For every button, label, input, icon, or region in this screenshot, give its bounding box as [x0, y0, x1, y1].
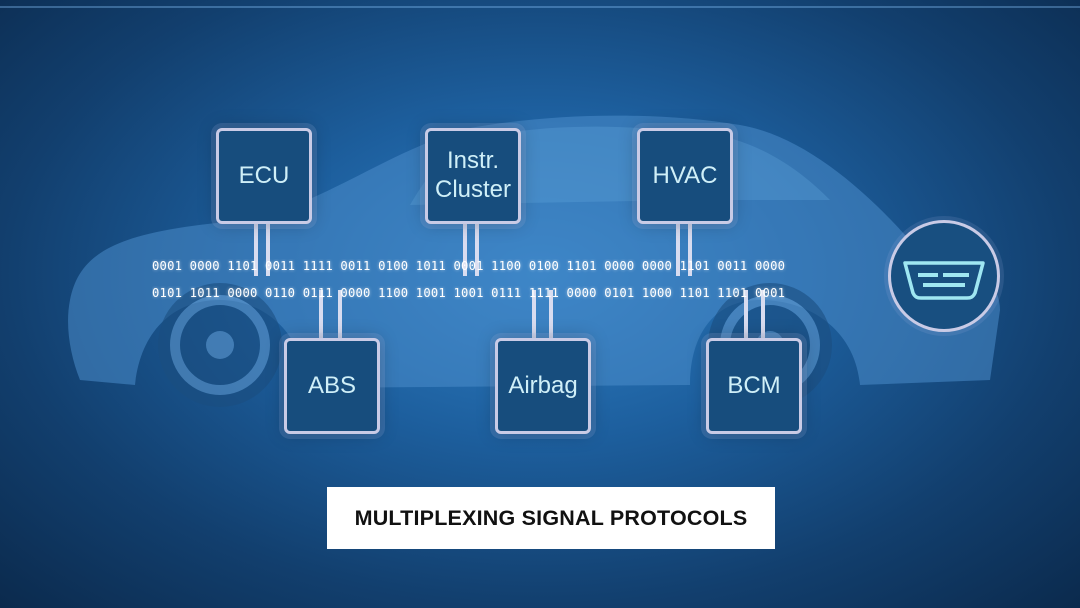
- top-border-line: [0, 6, 1080, 8]
- airbag-wire-left: [532, 290, 536, 338]
- hvac-wire-left: [676, 224, 680, 276]
- module-bcm: BCM: [706, 338, 802, 434]
- module-instr-cluster-label: Instr. Cluster: [434, 147, 512, 203]
- module-hvac: HVAC: [637, 128, 733, 224]
- obd-connector-icon: [903, 261, 985, 300]
- ecu-wire-right: [266, 224, 270, 276]
- module-ecu-label: ECU: [238, 161, 290, 189]
- cluster-wire-right: [475, 224, 479, 276]
- rear-wheel-icon: [158, 283, 282, 407]
- bcm-wire-right: [761, 290, 765, 338]
- airbag-wire-right: [549, 290, 553, 338]
- ecu-wire-left: [254, 224, 258, 276]
- module-abs: ABS: [284, 338, 380, 434]
- module-airbag-label: Airbag: [508, 371, 578, 399]
- abs-wire-left: [319, 290, 323, 338]
- data-bus-line-1: 0001 0000 1101 0011 1111 0011 0100 1011 …: [152, 259, 786, 273]
- abs-wire-right: [338, 290, 342, 338]
- module-bcm-label: BCM: [727, 371, 781, 399]
- obd-connector: [888, 220, 1000, 332]
- cluster-wire-left: [463, 224, 467, 276]
- module-instr-cluster: Instr. Cluster: [425, 128, 521, 224]
- module-airbag: Airbag: [495, 338, 591, 434]
- module-abs-label: ABS: [307, 371, 357, 399]
- hvac-wire-right: [688, 224, 692, 276]
- module-hvac-label: HVAC: [652, 161, 718, 189]
- bcm-wire-left: [744, 290, 748, 338]
- module-ecu: ECU: [216, 128, 312, 224]
- caption-box: MULTIPLEXING SIGNAL PROTOCOLS: [327, 487, 775, 549]
- caption-text: MULTIPLEXING SIGNAL PROTOCOLS: [354, 505, 748, 530]
- data-bus-line-2: 0101 1011 0000 0110 0111 0000 1100 1001 …: [152, 286, 786, 300]
